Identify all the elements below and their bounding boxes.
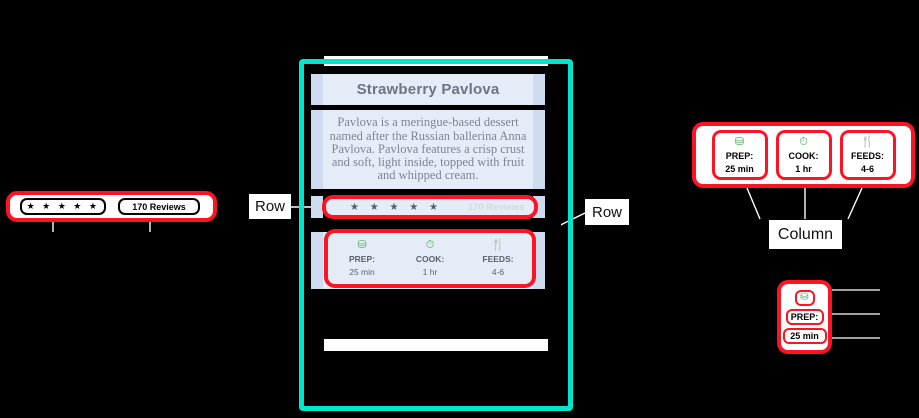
cutlery-icon: 🍴 (860, 135, 875, 148)
recipe-title-row: Strawberry Pavlova (311, 74, 545, 105)
meta-label-feeds: FEEDS: (482, 254, 514, 264)
annotation-label-row-right: Row (585, 199, 629, 225)
refrigerator-icon: ⛁ (734, 135, 745, 148)
meta-cell-prep[interactable]: ⛁ PREP: 25 min (328, 233, 396, 284)
meta-label-prep: PREP: (349, 254, 375, 264)
meta-gutter-left (311, 232, 323, 289)
refrigerator-icon: ⛁ (357, 239, 367, 251)
annotation-label-row-left: Row (249, 194, 291, 219)
meta-column-callout[interactable]: ⛁ PREP: 25 min ⏱ COOK: 1 hr 🍴 FEEDS: 4-6 (692, 122, 915, 188)
callout-label-cook: COOK: (788, 150, 819, 161)
annotation-label-column: Column (769, 220, 842, 249)
meta-gutter-right (533, 232, 545, 289)
meta-value-feeds: 4-6 (491, 267, 505, 277)
meta-value-prep: 25 min (349, 267, 375, 277)
callout-cell-cook[interactable]: ⏱ COOK: 1 hr (775, 130, 832, 180)
description-gutter-left (311, 110, 323, 189)
stopwatch-icon: ⏱ (425, 239, 435, 251)
description-block: Pavlova is a meringue-based dessert name… (323, 110, 533, 189)
cell-label-prep: PREP: (785, 309, 824, 325)
title-block: Strawberry Pavlova (323, 74, 533, 105)
refrigerator-icon: ⛁ (794, 290, 815, 306)
callout-label-feeds: FEEDS: (850, 150, 884, 161)
callout-value-feeds: 4-6 (860, 163, 874, 174)
stopwatch-icon: ⏱ (799, 135, 808, 148)
callout-label-prep: PREP: (725, 150, 754, 161)
meta-cell-feeds[interactable]: 🍴 FEEDS: 4-6 (464, 233, 532, 284)
description-gutter-right (533, 110, 545, 189)
rating-row-highlight[interactable]: ★ ★ ★ ★ ★ 170 Reviews (322, 195, 538, 219)
meta-row-highlight[interactable]: ⛁ PREP: 25 min ⏱ COOK: 1 hr 🍴 FEEDS: 4-6 (324, 229, 536, 288)
meta-value-cook: 1 hr (422, 267, 438, 277)
meta-cell-cook[interactable]: ⏱ COOK: 1 hr (396, 233, 464, 284)
cell-value-prep: 25 min (782, 328, 827, 344)
layout-frame-outline (299, 59, 573, 411)
callout-review-count-label: 170 Reviews (118, 198, 200, 215)
single-column-cell-callout[interactable]: ⛁ PREP: 25 min (777, 280, 832, 354)
recipe-description-row: Pavlova is a meringue-based dessert name… (311, 110, 545, 189)
recipe-description: Pavlova is a meringue-based dessert name… (329, 115, 527, 183)
callout-value-prep: 25 min (725, 163, 754, 174)
title-gutter-right (533, 74, 545, 105)
rating-row-callout[interactable]: ★ ★ ★ ★ ★ 170 Reviews (6, 191, 217, 222)
meta-label-cook: COOK: (415, 254, 445, 264)
callout-cell-feeds[interactable]: 🍴 FEEDS: 4-6 (839, 130, 896, 180)
title-gutter-left (311, 74, 323, 105)
callout-cell-prep[interactable]: ⛁ PREP: 25 min (711, 130, 768, 180)
review-count-label: 170 Reviews (467, 201, 525, 213)
rating-gutter-left (311, 196, 323, 218)
callout-value-cook: 1 hr (795, 163, 812, 174)
cutlery-icon: 🍴 (491, 239, 505, 251)
star-rating-icon: ★ ★ ★ ★ ★ (350, 201, 442, 213)
callout-star-rating-icon: ★ ★ ★ ★ ★ (20, 198, 106, 215)
page-title: Strawberry Pavlova (356, 81, 500, 98)
